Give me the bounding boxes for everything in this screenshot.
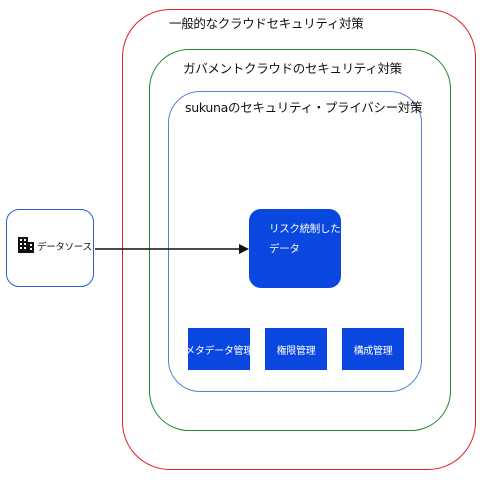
data-source-node[interactable]: データソース bbox=[6, 209, 94, 287]
outer-layer-boundary bbox=[122, 9, 476, 470]
permission-management-box[interactable]: 権限管理 bbox=[265, 328, 327, 370]
inner-layer-boundary bbox=[168, 91, 422, 392]
data-source-label: データソース bbox=[37, 242, 92, 253]
outer-layer-label: 一般的なクラウドセキュリティ対策 bbox=[169, 16, 364, 31]
middle-layer-boundary bbox=[149, 49, 451, 431]
middle-layer-label: ガバメントクラウドのセキュリティ対策 bbox=[183, 61, 402, 76]
risk-data-label-line1: リスク統制した bbox=[269, 223, 341, 235]
metadata-management-box[interactable]: メタデータ管理 bbox=[185, 328, 253, 370]
risk-data-label-line2: データ bbox=[269, 243, 300, 255]
inner-layer-label: sukunaのセキュリティ・プライバシー対策 bbox=[185, 100, 423, 115]
configuration-management-box[interactable]: 構成管理 bbox=[342, 328, 404, 370]
risk-controlled-data-node[interactable]: リスク統制した データ bbox=[249, 209, 341, 288]
building-icon bbox=[18, 237, 34, 253]
